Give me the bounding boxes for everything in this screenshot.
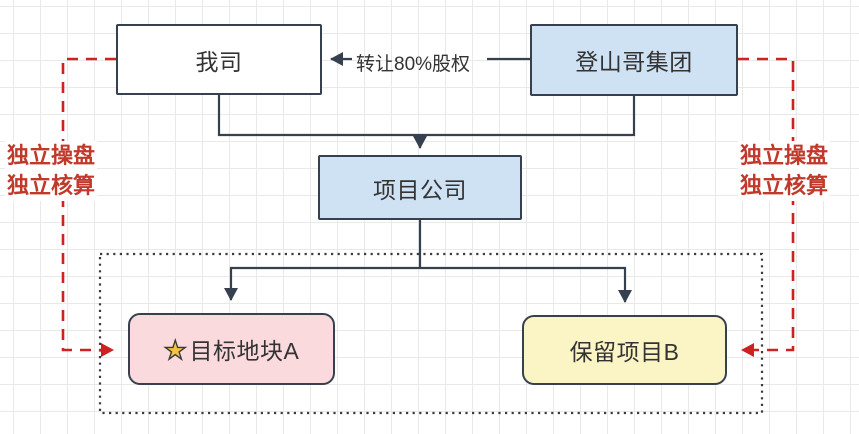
node-group[interactable]: 登山哥集团 (530, 24, 738, 96)
node-retained-project-label: 保留项目B (569, 339, 680, 365)
annotation-right-line2: 独立核算 (740, 173, 829, 198)
node-project-company[interactable]: 项目公司 (318, 155, 522, 220)
node-our-company-label: 我司 (195, 48, 243, 75)
star-icon: ★ (163, 335, 188, 365)
edge-label-transfer: 转让80%股权 (356, 54, 471, 75)
node-target-plot[interactable]: ★ 目标地块A (128, 313, 335, 385)
edge-note-right (738, 57, 795, 357)
edge-our-to-project (217, 95, 420, 137)
edge-group-to-project (420, 96, 636, 137)
annotation-left: 独立操盘 独立核算 (5, 141, 98, 201)
edge-project-to-retained (420, 266, 632, 303)
annotation-left-line2: 独立核算 (7, 173, 96, 198)
annotation-left-line1: 独立操盘 (7, 143, 96, 168)
scope-box (98, 252, 764, 415)
node-retained-project[interactable]: 保留项目B (522, 315, 727, 385)
edge-note-left (61, 57, 116, 357)
node-group-label: 登山哥集团 (575, 49, 693, 75)
annotation-right-line1: 独立操盘 (740, 143, 829, 168)
node-project-company-label: 项目公司 (373, 176, 467, 203)
node-our-company[interactable]: 我司 (116, 24, 322, 95)
edge-project-to-target (224, 266, 420, 301)
node-target-plot-label: 目标地块A (189, 338, 300, 364)
annotation-right: 独立操盘 独立核算 (738, 141, 831, 201)
